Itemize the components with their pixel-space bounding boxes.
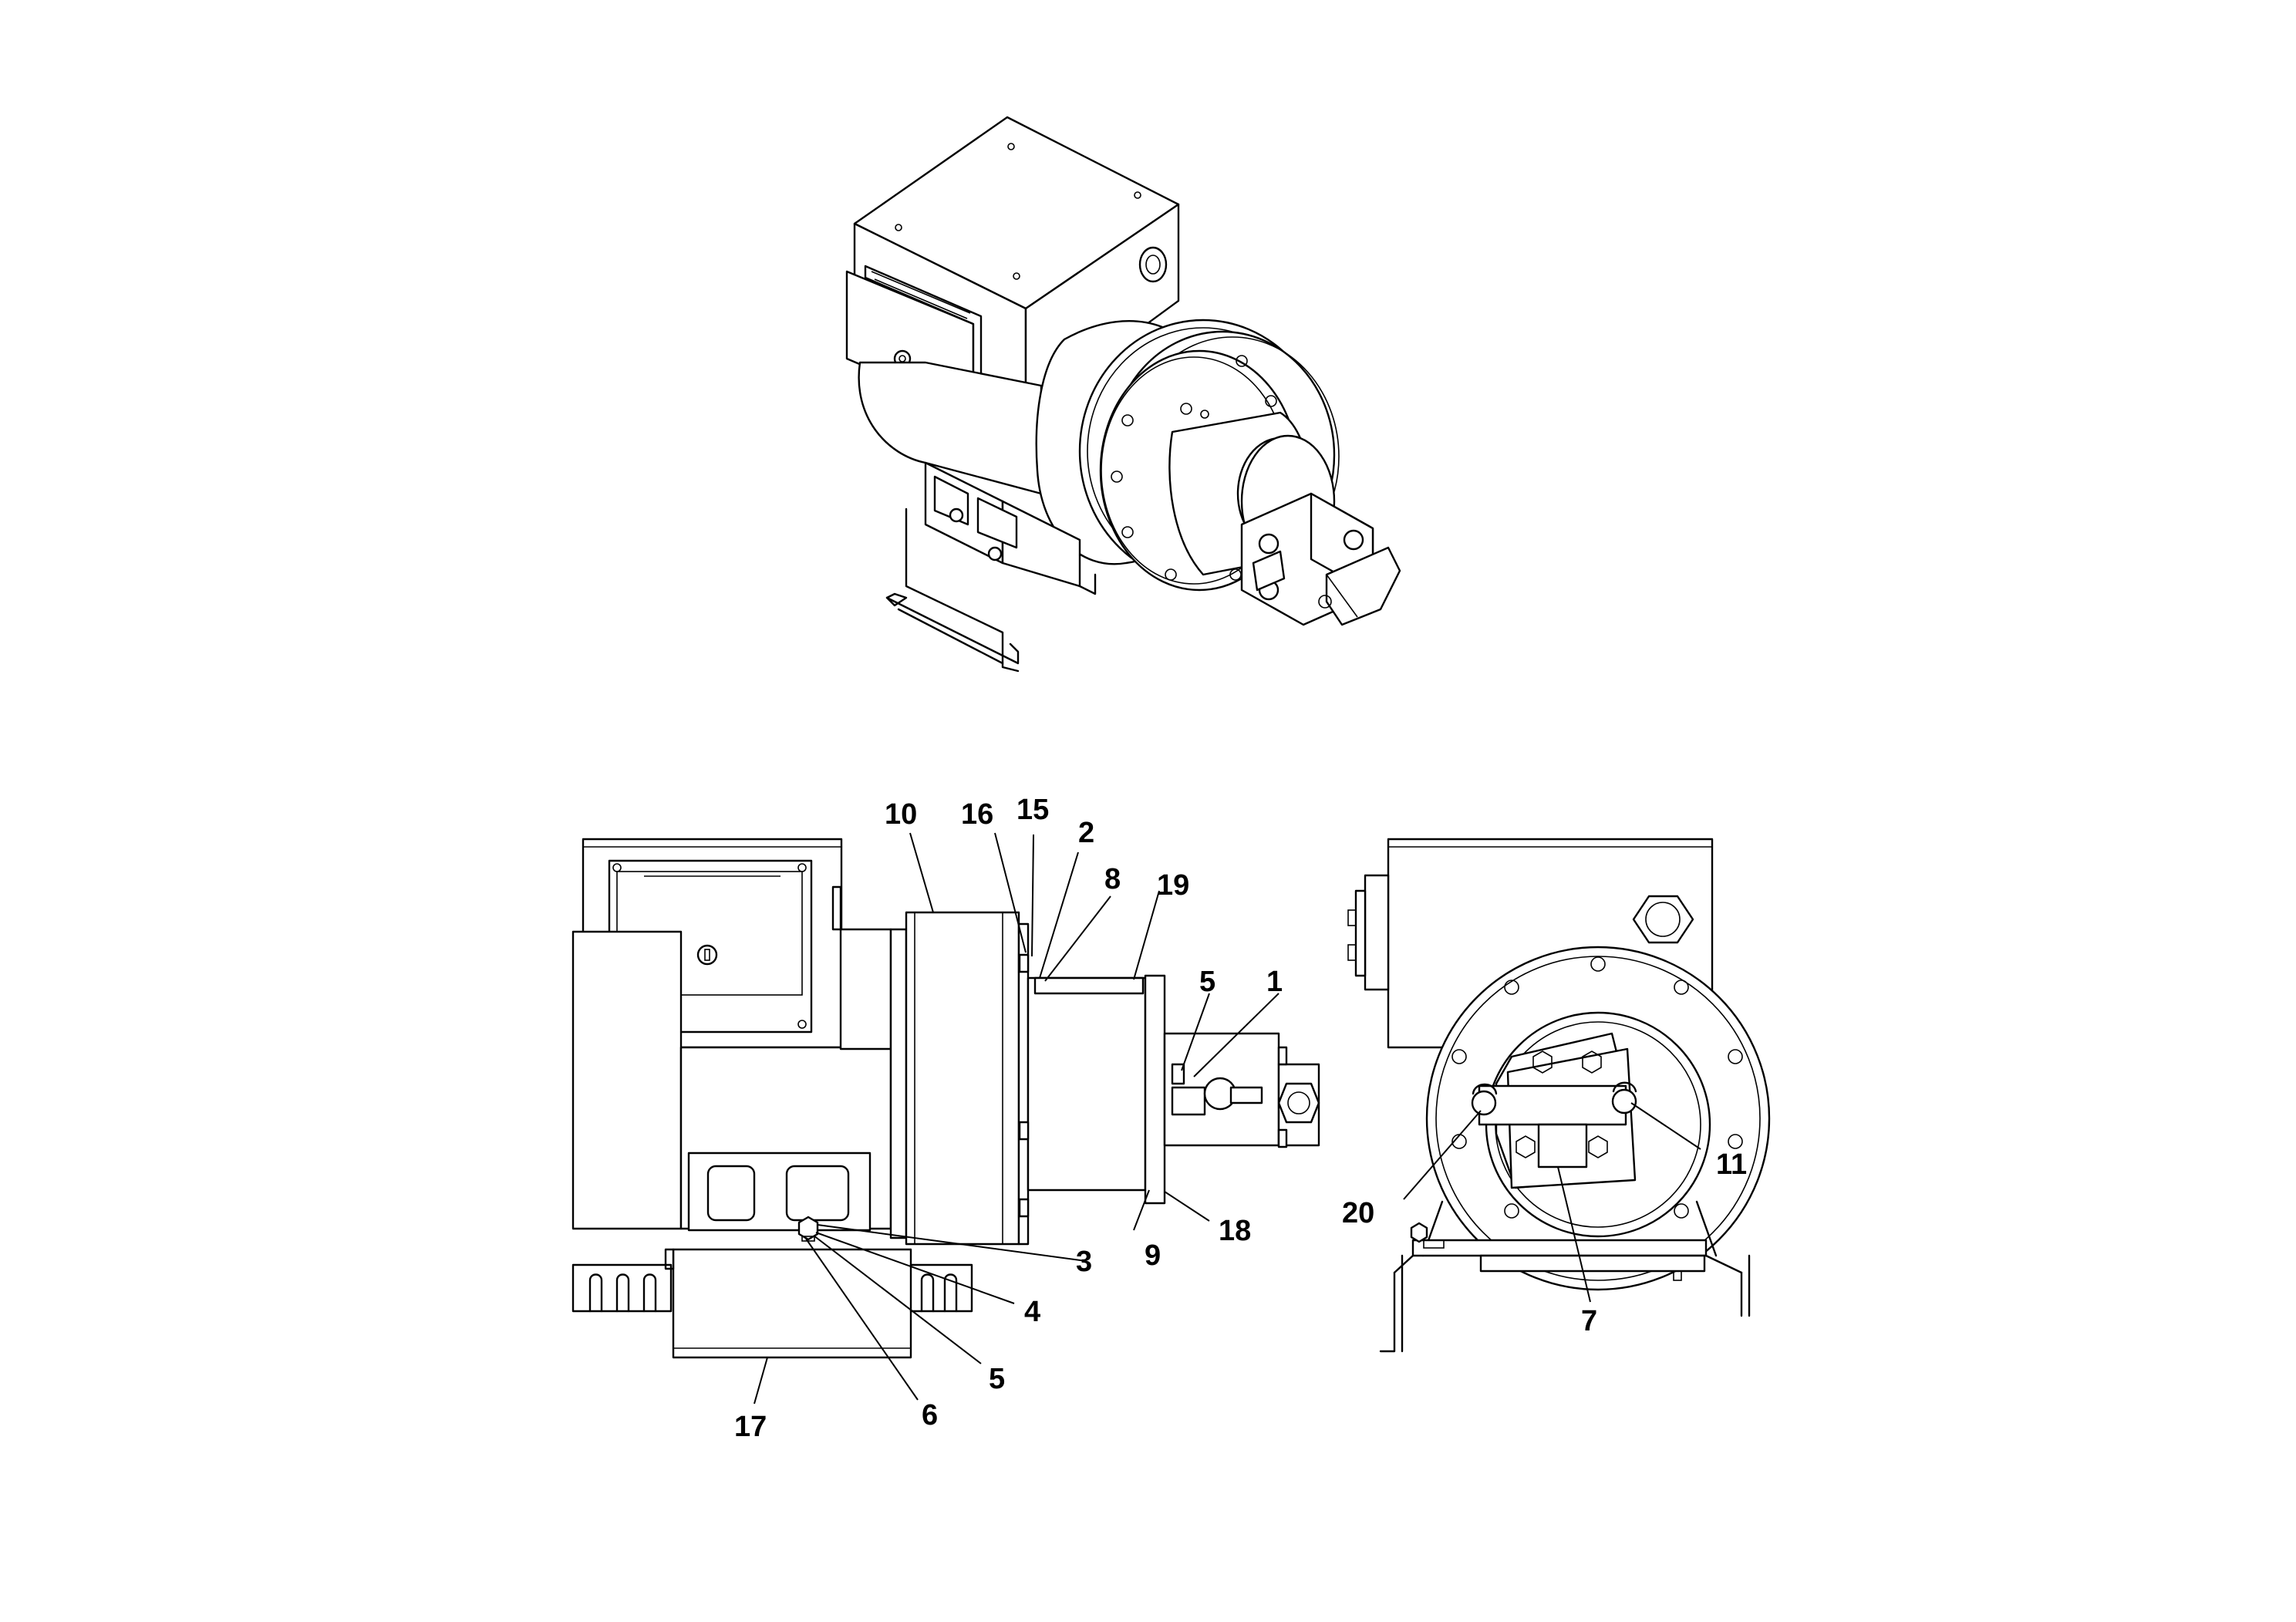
- callout-11: 11: [1716, 1148, 1747, 1181]
- callout-19: 19: [1157, 869, 1189, 902]
- front-view: [1347, 838, 1771, 1353]
- side-pump-flange: [1144, 974, 1320, 1205]
- callout-2: 2: [1078, 817, 1094, 849]
- callout-5-lower: 5: [989, 1363, 1005, 1395]
- callout-10: 10: [885, 798, 917, 831]
- leader-lines: [754, 832, 1701, 1404]
- callout-4: 4: [1024, 1296, 1040, 1328]
- isometric-view: [845, 116, 1401, 673]
- callout-labels: 10 16 15 2 8 19 5 1 3 9 18 4 5 6 17 20 1…: [734, 794, 1747, 1443]
- side-view: [571, 838, 1320, 1359]
- callout-1: 1: [1266, 966, 1283, 998]
- callout-16: 16: [961, 798, 993, 831]
- iso-base-bracket: [885, 461, 1097, 673]
- callout-15: 15: [1017, 794, 1049, 826]
- side-housing: [905, 911, 1030, 1246]
- iso-hydraulic-pump: [1240, 492, 1401, 626]
- callout-7: 7: [1581, 1305, 1597, 1337]
- callout-8: 8: [1104, 863, 1121, 895]
- callout-17: 17: [734, 1411, 767, 1443]
- front-base-bracket: [1379, 1200, 1751, 1353]
- callout-6: 6: [922, 1399, 938, 1431]
- callout-5-upper: 5: [1199, 966, 1215, 998]
- side-adapter-housing: [1018, 953, 1147, 1218]
- callout-9: 9: [1145, 1239, 1161, 1272]
- front-pump-face: [1471, 1032, 1637, 1189]
- callout-18: 18: [1219, 1215, 1251, 1247]
- side-base-bracket: [571, 1152, 973, 1359]
- callout-20: 20: [1342, 1197, 1374, 1229]
- callout-3: 3: [1076, 1246, 1092, 1278]
